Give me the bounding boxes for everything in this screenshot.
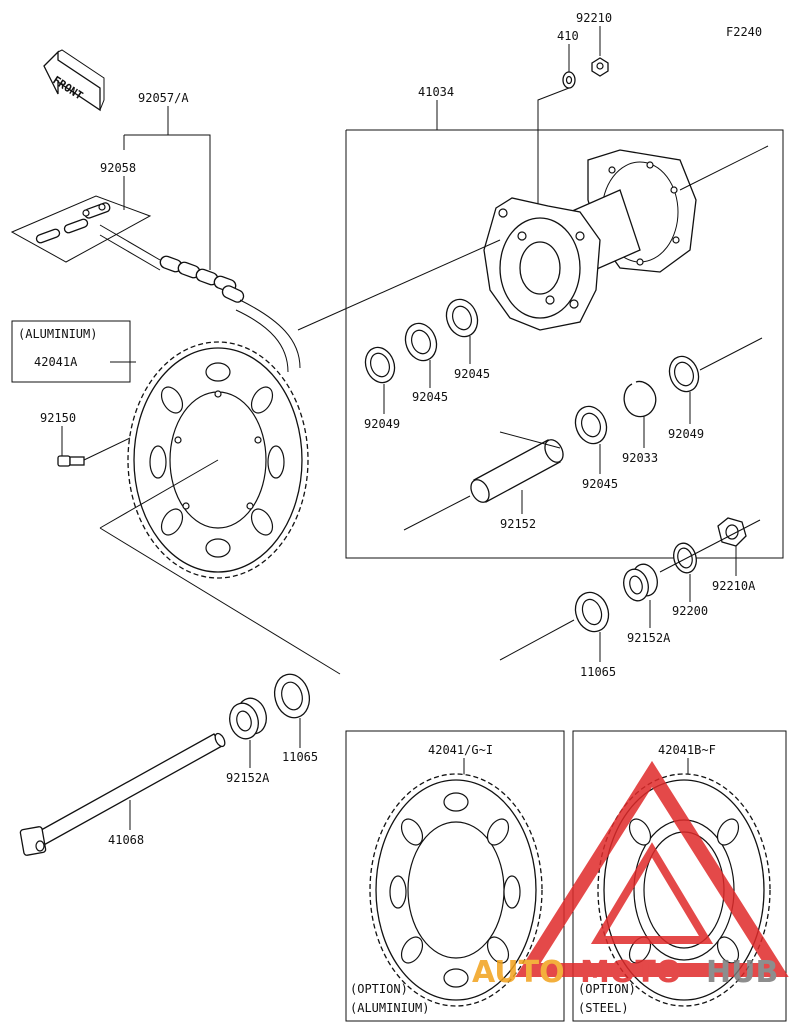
part-92033-circlip: [623, 380, 657, 418]
option-box-steel: [572, 730, 787, 1022]
part-92210-nut: [591, 57, 609, 77]
watermark-text-moto: MOTO: [580, 955, 681, 990]
label-41068: 41068: [108, 833, 144, 847]
label-11065-right: 11065: [580, 665, 616, 679]
part-11065-seal-left: [273, 673, 311, 719]
part-410-washer: [562, 71, 576, 89]
aluminium-box: [11, 320, 131, 383]
option-aluminium-line1: (OPTION): [350, 982, 408, 996]
sprocket-windows: [149, 362, 285, 558]
label-92210: 92210: [576, 11, 612, 25]
label-92045-b: 92045: [454, 367, 490, 381]
part-92045-bearing-a: [404, 322, 438, 362]
part-92049-seal-left: [364, 346, 396, 384]
option-steel-line1: (OPTION): [578, 982, 636, 996]
part-92152A-collar-right: [623, 563, 658, 602]
watermark-text-auto: AUTO: [472, 955, 565, 990]
part-92057-chain: [99, 224, 301, 373]
part-92049-seal-right: [668, 355, 700, 393]
label-92049-right: 92049: [668, 427, 704, 441]
label-92150: 92150: [40, 411, 76, 425]
label-92200: 92200: [672, 604, 708, 618]
label-42041A: 42041A: [34, 355, 78, 369]
option-steel-line2: (STEEL): [578, 1001, 629, 1015]
part-92045-bearing-b: [445, 298, 479, 338]
watermark-triangle-icon: [515, 760, 789, 977]
part-92210A-nut: [717, 517, 747, 547]
part-92150-bolt: [57, 455, 85, 467]
label-92152: 92152: [500, 517, 536, 531]
aluminium-box-label: (ALUMINIUM): [18, 327, 97, 341]
label-92152A-right: 92152A: [627, 631, 671, 645]
label-92058: 92058: [100, 161, 136, 175]
part-92058-master-link: [10, 195, 152, 263]
label-42041B: 42041B~F: [658, 743, 716, 757]
part-92152A-collar-left: [229, 697, 267, 740]
label-11065-left: 11065: [282, 750, 318, 764]
label-410: 410: [557, 29, 579, 43]
label-42041G: 42041/G~I: [428, 743, 493, 757]
label-92210A: 92210A: [712, 579, 756, 593]
label-92033: 92033: [622, 451, 658, 465]
label-92152A-left: 92152A: [226, 771, 270, 785]
option-box-aluminium: [345, 730, 565, 1022]
part-92200-washer: [673, 542, 697, 574]
part-42041G-option-sprocket-aluminium: [369, 773, 543, 1007]
label-92049-left: 92049: [364, 417, 400, 431]
part-92152-spacer: [470, 439, 564, 503]
label-92057: 92057/A: [138, 91, 189, 105]
label-41034: 41034: [418, 85, 454, 99]
part-41068-axle: [19, 732, 226, 856]
part-11065-seal-right: [574, 591, 610, 633]
option-aluminium-line2: (ALUMINIUM): [350, 1001, 429, 1015]
front-arrow-icon: FRONT: [43, 49, 105, 112]
label-92045-a: 92045: [412, 390, 448, 404]
watermark-text-hub: HUB: [706, 955, 778, 990]
watermark-logo: AUTO MOTO HUB: [472, 760, 789, 990]
part-92045-bearing-c: [574, 405, 608, 445]
figure-code: F2240: [726, 25, 762, 39]
label-92045-c: 92045: [582, 477, 618, 491]
part-41034-hub: [483, 149, 697, 331]
